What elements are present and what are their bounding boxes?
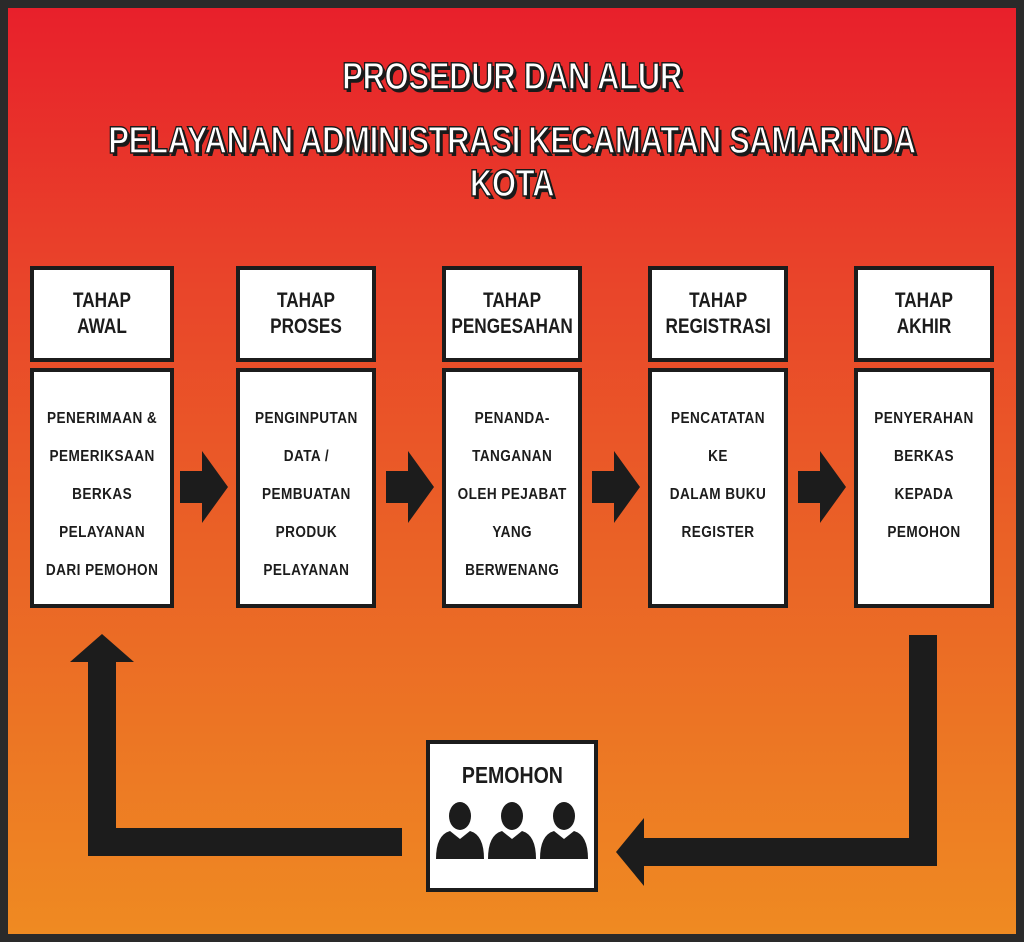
arrow-up-to-start (70, 634, 402, 856)
title-line-1: PROSEDUR DAN ALUR (341, 55, 682, 99)
applicant-label: PEMOHON (461, 762, 563, 788)
arrow-return-to-applicant (616, 635, 937, 886)
stage-header-proses: TAHAP PROSES (236, 266, 376, 362)
applicant-box: PEMOHON (426, 740, 598, 892)
stage-header-akhir: TAHAP AKHIR (854, 266, 994, 362)
person-icon (488, 802, 536, 859)
people-group-icon (436, 802, 588, 859)
stage-body-pengesahan: PENANDA- TANGANAN OLEH PEJABAT YANG BERW… (442, 368, 582, 608)
stage-body-registrasi: PENCATATAN KE DALAM BUKU REGISTER (648, 368, 788, 608)
flow-arrows (70, 451, 937, 886)
arrow-right-4 (798, 451, 846, 523)
arrow-right-2 (386, 451, 434, 523)
person-icon (436, 802, 484, 859)
title-line-2: PELAYANAN ADMINISTRASI KECAMATAN SAMARIN… (108, 119, 917, 206)
arrow-right-1 (180, 451, 228, 523)
person-icon (540, 802, 588, 859)
poster: PROSEDUR DAN ALUR PELAYANAN ADMINISTRASI… (8, 8, 1016, 934)
stage-body-akhir: PENYERAHAN BERKAS KEPADA PEMOHON (854, 368, 994, 608)
stage-body-awal: PENERIMAAN & PEMERIKSAAN BERKAS PELAYANA… (30, 368, 174, 608)
stage-header-pengesahan: TAHAP PENGESAHAN (442, 266, 582, 362)
arrow-right-3 (592, 451, 640, 523)
stage-header-registrasi: TAHAP REGISTRASI (648, 266, 788, 362)
stage-body-proses: PENGINPUTAN DATA / PEMBUATAN PRODUK PELA… (236, 368, 376, 608)
stage-header-awal: TAHAP AWAL (30, 266, 174, 362)
